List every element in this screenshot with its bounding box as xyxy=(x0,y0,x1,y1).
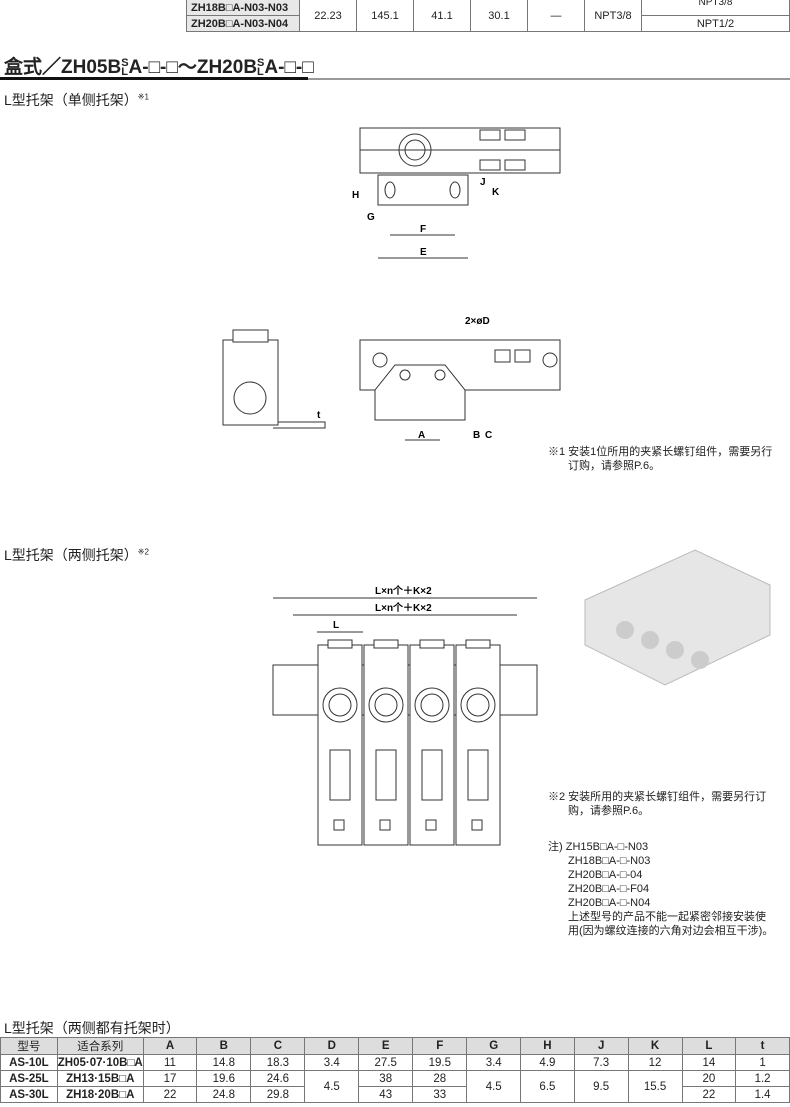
cell: — xyxy=(527,0,585,32)
cell: 145.1 xyxy=(356,0,414,32)
cell: 22 xyxy=(681,1086,737,1103)
column-header: 适合系列 xyxy=(56,1037,144,1055)
note-1: ※1 安装1位所用的夹紧长螺钉组件，需要另行订购，请参照P.6。 xyxy=(548,446,773,472)
cell: 28 xyxy=(412,1070,468,1087)
cell: 20 xyxy=(681,1070,737,1087)
cell: 43 xyxy=(358,1086,414,1103)
cell: 22.23 xyxy=(299,0,357,32)
valve-module xyxy=(317,639,363,846)
valve-module xyxy=(409,639,455,846)
cell: AS-25L xyxy=(0,1070,58,1087)
valve-module xyxy=(363,639,409,846)
dim-g: G xyxy=(367,212,375,223)
dim-j: J xyxy=(480,177,486,188)
column-header: t xyxy=(735,1037,790,1055)
cell: ZH18·20B□A xyxy=(56,1086,144,1103)
single-bracket-top-view: F E H G J K xyxy=(352,127,561,259)
dim-a: A xyxy=(418,430,425,441)
column-header: J xyxy=(573,1037,629,1055)
dim-t: t xyxy=(317,410,321,421)
dim-k: K xyxy=(492,187,500,198)
dim-total-outer: L×n个＋K×2 xyxy=(375,584,432,597)
column-header: 型号 xyxy=(0,1037,58,1055)
column-header: L xyxy=(681,1037,737,1055)
port-cell: NPT1/2 xyxy=(641,15,790,32)
cell: 33 xyxy=(412,1086,468,1103)
subsection-title-2: L型托架（两侧托架）※2 xyxy=(4,547,149,563)
column-header: G xyxy=(466,1037,522,1055)
column-header: A xyxy=(142,1037,198,1055)
cell: 7.3 xyxy=(573,1054,629,1071)
cell: 17 xyxy=(142,1070,198,1087)
cell: 22 xyxy=(142,1086,198,1103)
cell: 3.4 xyxy=(466,1054,522,1071)
note-2: ※2 安装所用的夹紧长螺钉组件，需要另行订购，请参照P.6。 xyxy=(548,791,767,817)
subsection-title-1: L型托架（单侧托架）※1 xyxy=(4,92,149,108)
cell: AS-30L xyxy=(0,1086,58,1103)
cell: NPT3/8 xyxy=(584,0,642,32)
cell: 4.5 xyxy=(466,1070,522,1103)
cell: 19.6 xyxy=(196,1070,252,1087)
cell: 9.5 xyxy=(573,1070,629,1103)
model-cell: ZH20B□A-N03-N04 xyxy=(186,15,300,32)
cell: 29.8 xyxy=(250,1086,306,1103)
model-cell: ZH18B□A-N03-N03 xyxy=(186,0,300,16)
single-bracket-side-views: t 2×øD A B C xyxy=(222,316,561,441)
product-photo xyxy=(575,540,775,690)
cell: 6.5 xyxy=(520,1070,575,1103)
column-header: B xyxy=(196,1037,252,1055)
cell: 38 xyxy=(358,1070,414,1087)
cell: 30.1 xyxy=(470,0,528,32)
dim-d: 2×øD xyxy=(465,316,490,327)
cell: 4.9 xyxy=(520,1054,575,1071)
double-bracket-view: L×n个＋K×2 L×n个＋K×2 L xyxy=(272,584,538,846)
cell: 24.6 xyxy=(250,1070,306,1087)
cell: 15.5 xyxy=(627,1070,683,1103)
cell: 27.5 xyxy=(358,1054,414,1071)
cell: AS-10L xyxy=(0,1054,58,1071)
column-header: C xyxy=(250,1037,306,1055)
dim-l: L xyxy=(333,620,339,631)
cell: 4.5 xyxy=(304,1070,360,1103)
cell: 1.2 xyxy=(735,1070,790,1087)
cell: 11 xyxy=(142,1054,198,1071)
cell: 19.5 xyxy=(412,1054,468,1071)
column-header: H xyxy=(520,1037,575,1055)
cell: 18.3 xyxy=(250,1054,306,1071)
dim-e: E xyxy=(420,247,427,258)
cell: 3.4 xyxy=(304,1054,360,1071)
title-rule-gray xyxy=(308,78,790,80)
column-header: F xyxy=(412,1037,468,1055)
cell: 14 xyxy=(681,1054,737,1071)
dim-b: B xyxy=(473,430,480,441)
table-title: L型托架（两侧都有托架时） xyxy=(4,1020,180,1036)
column-header: K xyxy=(627,1037,683,1055)
spec-table-top: ZH18B□A-N03-N03 22.23 145.1 41.1 30.1 — … xyxy=(170,0,790,32)
cell: 1 xyxy=(735,1054,790,1071)
dim-h: H xyxy=(352,190,359,201)
dim-f: F xyxy=(420,224,426,235)
cell: ZH05·07·10B□A xyxy=(56,1054,144,1071)
cell: 24.8 xyxy=(196,1086,252,1103)
cell: 1.4 xyxy=(735,1086,790,1103)
valve-module xyxy=(455,639,501,846)
title-rule xyxy=(0,77,308,80)
column-header: E xyxy=(358,1037,414,1055)
cell: 12 xyxy=(627,1054,683,1071)
dim-total-inner: L×n个＋K×2 xyxy=(375,601,432,614)
cell: 41.1 xyxy=(413,0,471,32)
dim-c: C xyxy=(485,430,492,441)
cell: ZH13·15B□A xyxy=(56,1070,144,1087)
port-cell: NPT3/8 xyxy=(641,0,790,16)
cell: 14.8 xyxy=(196,1054,252,1071)
column-header: D xyxy=(304,1037,360,1055)
